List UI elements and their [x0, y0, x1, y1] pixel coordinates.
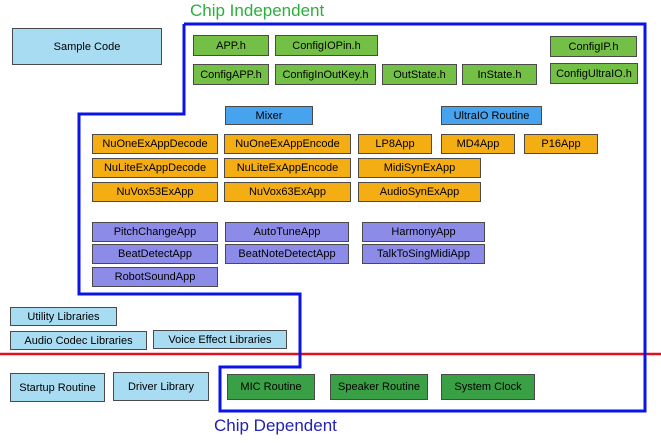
system-clock-box: System Clock: [441, 374, 535, 400]
in-state-h-box: InState.h: [462, 64, 537, 85]
nu-one-ex-app-encode-box: NuOneExAppEncode: [224, 134, 351, 154]
chip-dependent-title: Chip Dependent: [214, 416, 337, 435]
beat-detect-app-box: BeatDetectApp: [92, 244, 218, 264]
driver-library-box: Driver Library: [113, 372, 209, 401]
speaker-routine-box: Speaker Routine: [330, 374, 428, 400]
lp8-app-box: LP8App: [358, 134, 432, 154]
voice-effect-libraries-box: Voice Effect Libraries: [153, 330, 287, 349]
audio-syn-ex-app-box: AudioSynExApp: [358, 182, 481, 202]
nu-lite-ex-app-decode-box: NuLiteExAppDecode: [92, 158, 218, 178]
pitch-change-app-box: PitchChangeApp: [92, 222, 218, 242]
mic-routine-box: MIC Routine: [227, 374, 315, 400]
auto-tune-app-box: AutoTuneApp: [225, 222, 349, 242]
config-ip-h-box: ConfigIP.h: [550, 36, 637, 57]
out-state-h-box: OutState.h: [382, 64, 457, 85]
ultra-io-routine-box: UltraIO Routine: [441, 106, 542, 125]
startup-routine-box: Startup Routine: [10, 373, 105, 402]
mixer-box: Mixer: [225, 106, 313, 125]
p16-app-box: P16App: [524, 134, 598, 154]
config-io-pin-h-box: ConfigIOPin.h: [275, 35, 378, 56]
harmony-app-box: HarmonyApp: [362, 222, 485, 242]
config-ultra-io-h-box: ConfigUltraIO.h: [550, 63, 638, 84]
nu-vox53-ex-app-box: NuVox53ExApp: [92, 182, 218, 202]
midi-syn-ex-app-box: MidiSynExApp: [358, 158, 481, 178]
beat-note-detect-app-box: BeatNoteDetectApp: [225, 244, 349, 264]
talk-to-sing-midi-app-box: TalkToSingMidiApp: [362, 244, 485, 264]
audio-codec-libraries-box: Audio Codec Libraries: [10, 331, 147, 350]
config-app-h-box: ConfigAPP.h: [193, 64, 269, 85]
nu-lite-ex-app-encode-box: NuLiteExAppEncode: [224, 158, 351, 178]
nu-one-ex-app-decode-box: NuOneExAppDecode: [92, 134, 218, 154]
chip-independent-boundary: [77, 22, 647, 413]
sample-code-box: Sample Code: [12, 28, 162, 65]
config-in-out-key-h-box: ConfigInOutKey.h: [275, 64, 376, 85]
md4-app-box: MD4App: [441, 134, 515, 154]
utility-libraries-box: Utility Libraries: [10, 307, 117, 326]
nu-vox63-ex-app-box: NuVox63ExApp: [224, 182, 351, 202]
robot-sound-app-box: RobotSoundApp: [92, 267, 218, 287]
app-h-box: APP.h: [193, 35, 269, 56]
chip-independent-title: Chip Independent: [190, 1, 325, 20]
